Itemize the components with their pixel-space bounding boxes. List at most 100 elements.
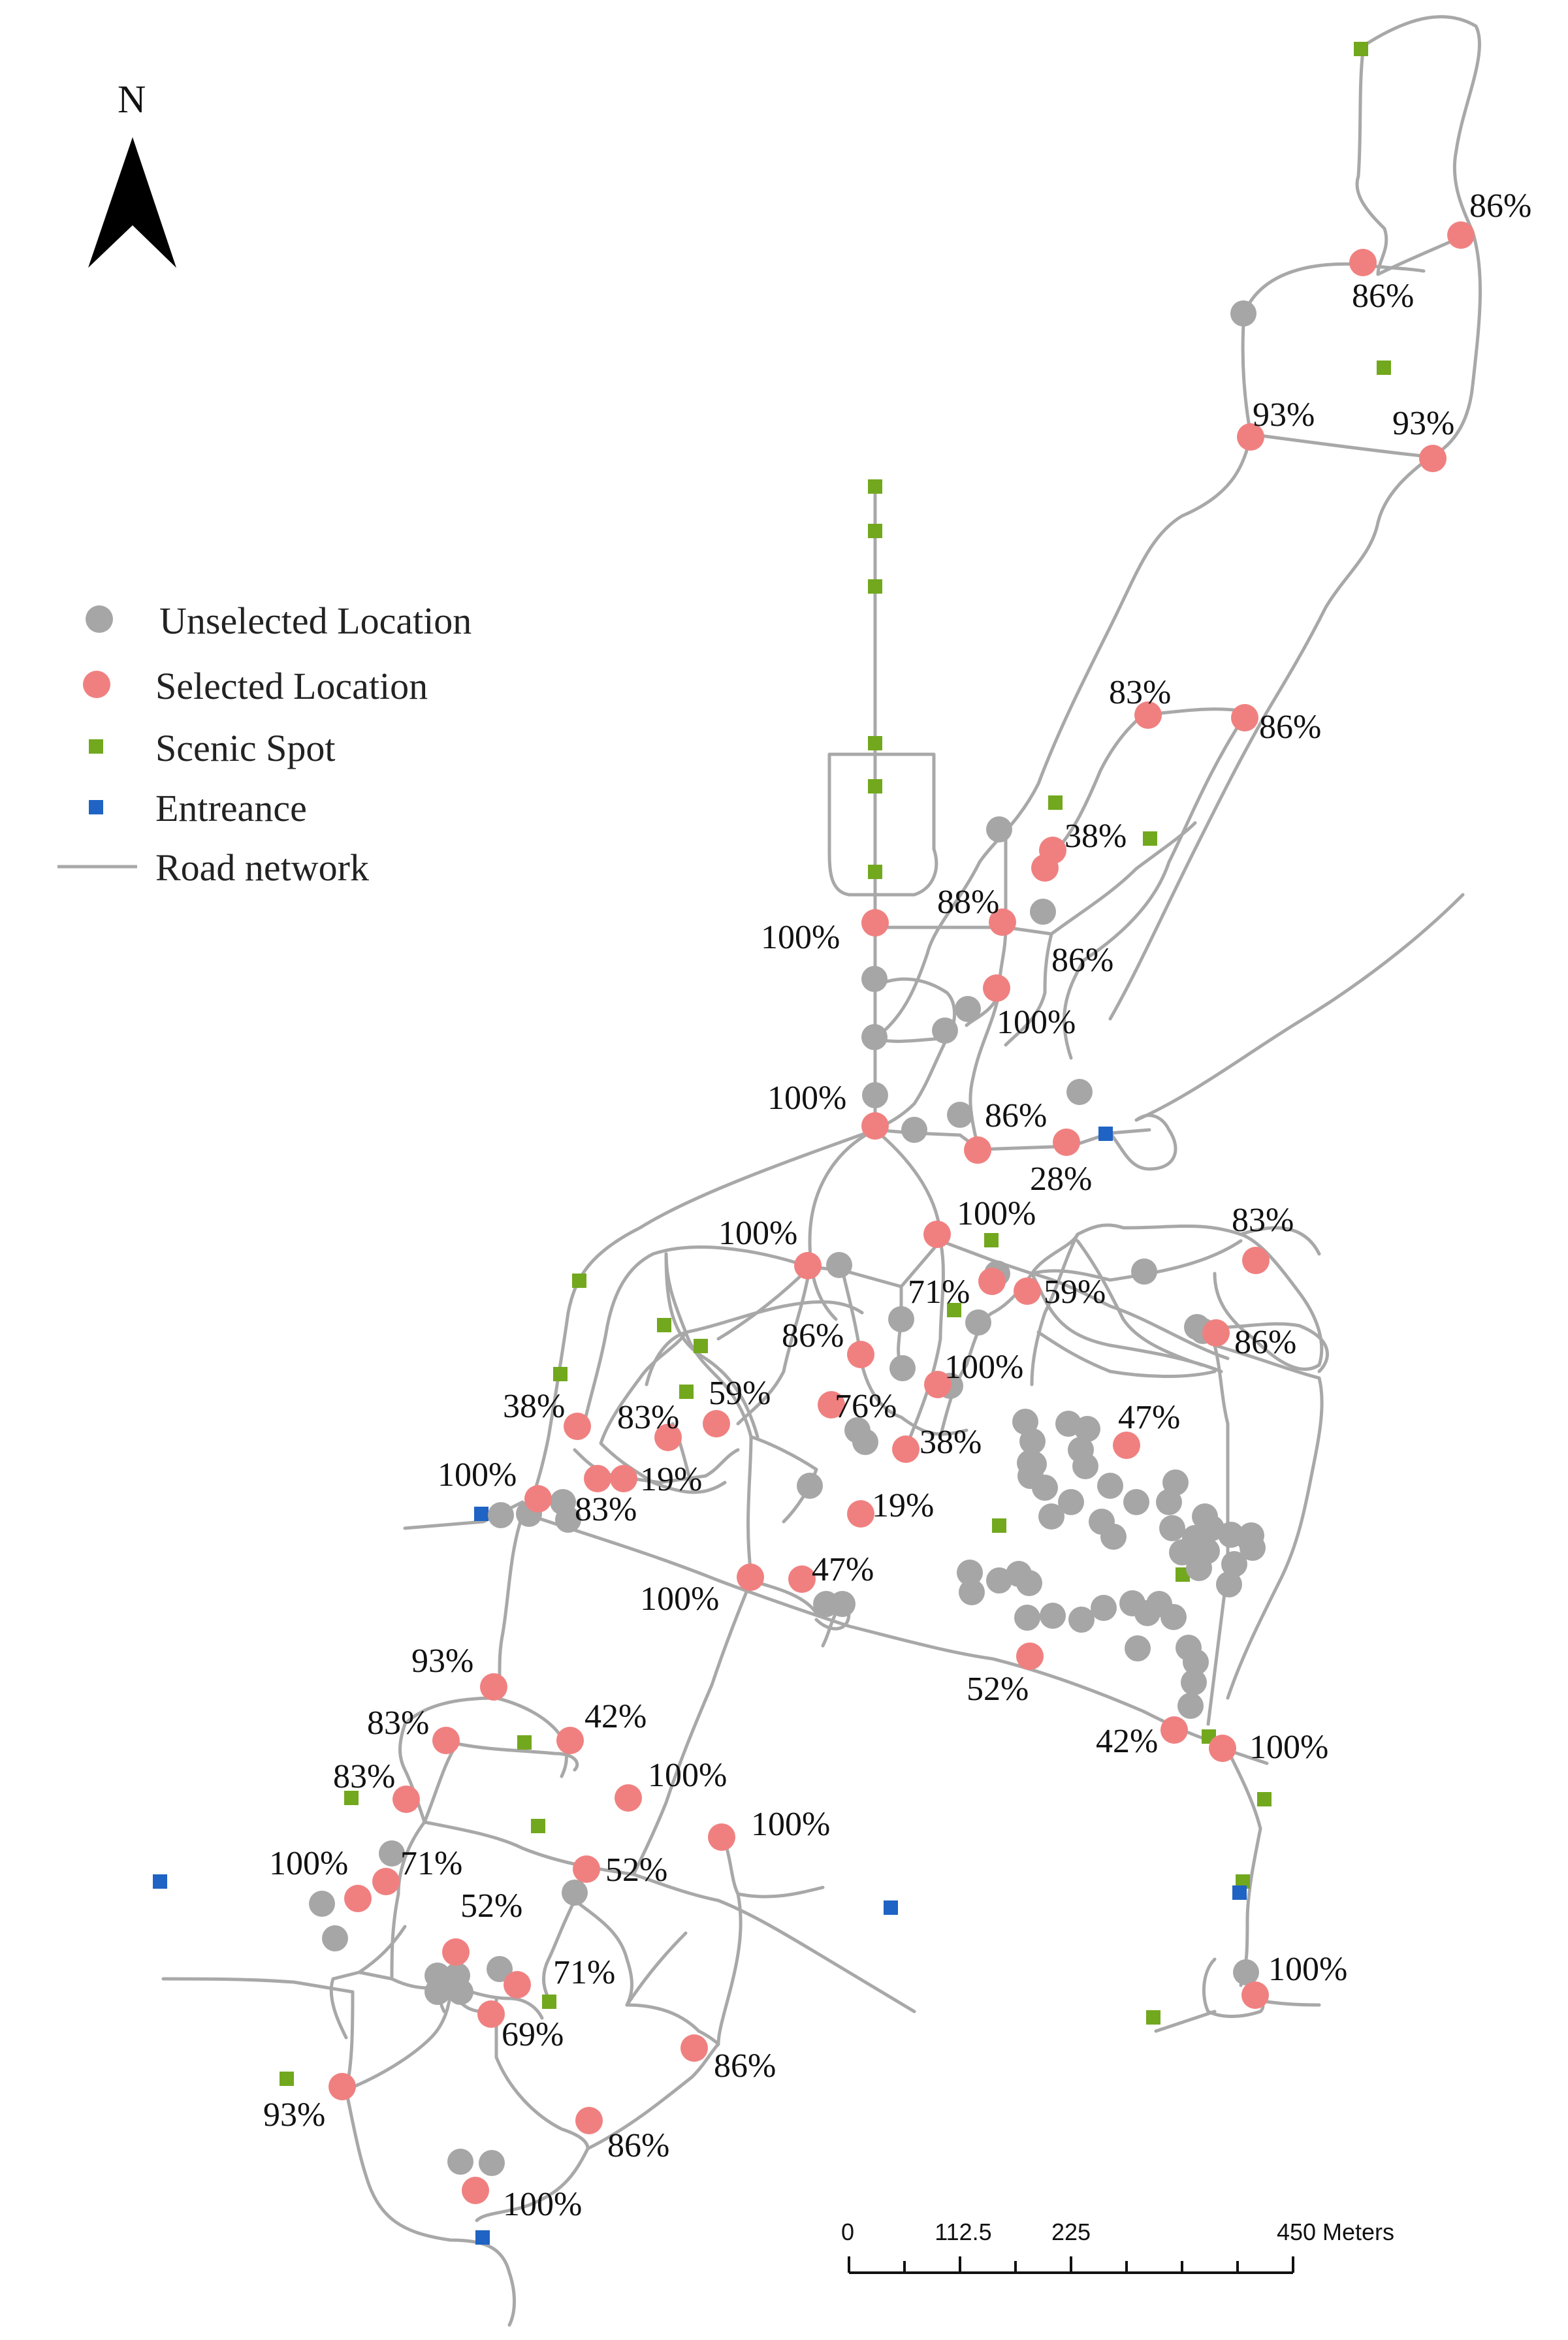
selected-location (737, 1563, 764, 1591)
scenic-spot (992, 1518, 1006, 1533)
scenic-spot (344, 1791, 359, 1805)
scenic-spot (868, 479, 882, 494)
selected-location (794, 1252, 822, 1279)
scenic-spot (868, 779, 882, 793)
rate-label: 86% (985, 1097, 1047, 1134)
unselected-location (1066, 1079, 1093, 1105)
unselected-location (1181, 1669, 1207, 1695)
selected-location-markers (328, 221, 1475, 2204)
selected-location (1016, 1643, 1044, 1670)
rate-label: 100% (957, 1195, 1036, 1232)
selected-location (861, 909, 889, 937)
entrance (1098, 1127, 1113, 1141)
rate-label: 42% (584, 1698, 647, 1735)
unselected-location (309, 1891, 335, 1917)
selected-location (1014, 1277, 1041, 1305)
scenic-spot (984, 1233, 999, 1247)
rate-label: 100% (269, 1845, 348, 1882)
scenic-spot-markers (280, 42, 1391, 2086)
selected-location (923, 1221, 951, 1248)
blue-square-icon (89, 800, 103, 814)
unselected-location (550, 1489, 576, 1515)
unselected-location (1177, 1693, 1204, 1719)
legend: Unselected Location Selected Location Sc… (57, 600, 472, 889)
selected-location (442, 1938, 470, 1966)
unselected-location (955, 996, 981, 1022)
selected-location (610, 1465, 637, 1492)
rate-label: 100% (438, 1456, 517, 1494)
legend-label-unselected: Unselected Location (159, 600, 472, 642)
selected-location (978, 1268, 1006, 1295)
unselected-location (1186, 1555, 1212, 1581)
rate-label: 86% (1259, 709, 1321, 746)
unselected-location (447, 2149, 473, 2175)
unselected-location (447, 1979, 473, 2005)
unselected-location (947, 1102, 973, 1128)
rate-label: 100% (751, 1806, 830, 1843)
selected-location (392, 1786, 420, 1813)
rate-label: 100% (944, 1349, 1023, 1386)
rate-label: 100% (503, 2186, 582, 2223)
scenic-spot (947, 1303, 961, 1317)
unselected-location (986, 816, 1012, 842)
selected-location (703, 1410, 730, 1437)
selected-location (584, 1465, 611, 1492)
scale-label-225: 225 (1051, 2219, 1091, 2245)
pink-circle-icon (83, 671, 110, 698)
rate-label: 86% (1352, 278, 1414, 315)
selected-location (504, 1971, 531, 1998)
scenic-spot (657, 1318, 671, 1332)
unselected-location (1183, 1649, 1209, 1675)
rate-label: 93% (263, 2096, 325, 2134)
unselected-location (487, 1956, 513, 1982)
selected-location (654, 1424, 682, 1451)
scenic-spot (868, 736, 882, 750)
unselected-location (1216, 1571, 1242, 1597)
unselected-location (1221, 1551, 1247, 1577)
selected-location (1209, 1735, 1236, 1762)
scenic-spot (868, 579, 882, 594)
rate-label: 86% (607, 2127, 669, 2164)
scenic-spot (868, 865, 882, 879)
rate-label: 42% (1096, 1723, 1158, 1760)
selected-location (847, 1500, 874, 1528)
unselected-location (379, 1840, 405, 1867)
selected-location (372, 1868, 400, 1895)
selected-location (708, 1823, 735, 1851)
selected-location (861, 1112, 889, 1140)
selected-location (983, 974, 1010, 1002)
selected-location (1031, 854, 1059, 882)
unselected-location (888, 1306, 914, 1332)
scenic-spot (1146, 2010, 1160, 2025)
scenic-spot (280, 2072, 294, 2086)
selected-location (1160, 1716, 1188, 1744)
rate-label: 47% (1118, 1399, 1180, 1436)
rate-label: 83% (333, 1758, 395, 1795)
unselected-location (1192, 1503, 1218, 1530)
selected-location (989, 908, 1016, 936)
rate-label: 52% (967, 1671, 1029, 1708)
unselected-location (861, 1024, 888, 1050)
selected-location (1134, 701, 1162, 729)
entrance (474, 1507, 488, 1521)
rate-label: 100% (761, 919, 840, 956)
unselected-location (1012, 1409, 1038, 1435)
unselected-location (889, 1355, 916, 1381)
selected-location (556, 1727, 584, 1754)
entrance (1232, 1885, 1247, 1900)
rate-label: 93% (411, 1643, 473, 1680)
rate-label: 69% (502, 2016, 564, 2053)
unselected-location (1160, 1604, 1187, 1630)
unselected-location (932, 1018, 958, 1044)
rate-label: 83% (1232, 1202, 1294, 1239)
unselected-location (959, 1579, 985, 1605)
selection-rate-labels: 86% 86% 93% 93% 83% 86% 38% 88% 100% 86%… (263, 187, 1531, 2223)
rate-label: 100% (997, 1004, 1076, 1041)
unselected-location (1100, 1524, 1127, 1550)
unselected-location (1030, 899, 1056, 925)
scenic-spot (553, 1367, 568, 1381)
selected-location (847, 1341, 874, 1368)
selected-location (1113, 1432, 1140, 1459)
unselected-location (562, 1880, 588, 1906)
